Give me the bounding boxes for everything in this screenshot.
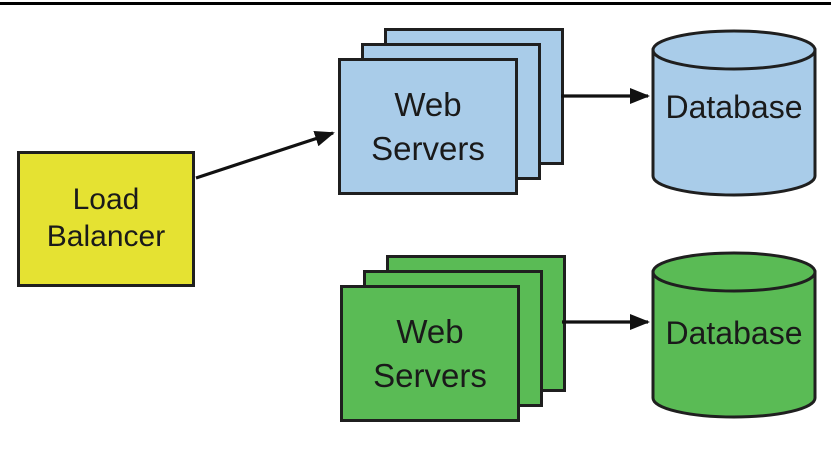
arrow-loadbalancer-to-blue-servers-icon xyxy=(195,131,335,180)
top-rule xyxy=(0,2,831,5)
web-servers-node-blue: Web Servers xyxy=(338,58,518,195)
database-label-blue: Database xyxy=(665,89,803,125)
database-cylinder-blue xyxy=(651,29,817,197)
database-cylinder-top-green xyxy=(651,251,817,293)
web-servers-label-blue: Web Servers xyxy=(371,85,485,167)
database-cylinder-top-blue xyxy=(651,29,817,71)
load-balancer-node: Load Balancer xyxy=(17,151,195,287)
load-balancer-label: Load Balancer xyxy=(46,183,166,253)
web-servers-node-green: Web Servers xyxy=(340,285,520,422)
database-label-green: Database xyxy=(665,315,803,351)
database-cylinder-body-green xyxy=(651,270,817,419)
database-cylinder-green xyxy=(651,251,817,419)
web-servers-label-green: Web Servers xyxy=(373,312,487,394)
database-cylinder-body-blue xyxy=(651,48,817,197)
